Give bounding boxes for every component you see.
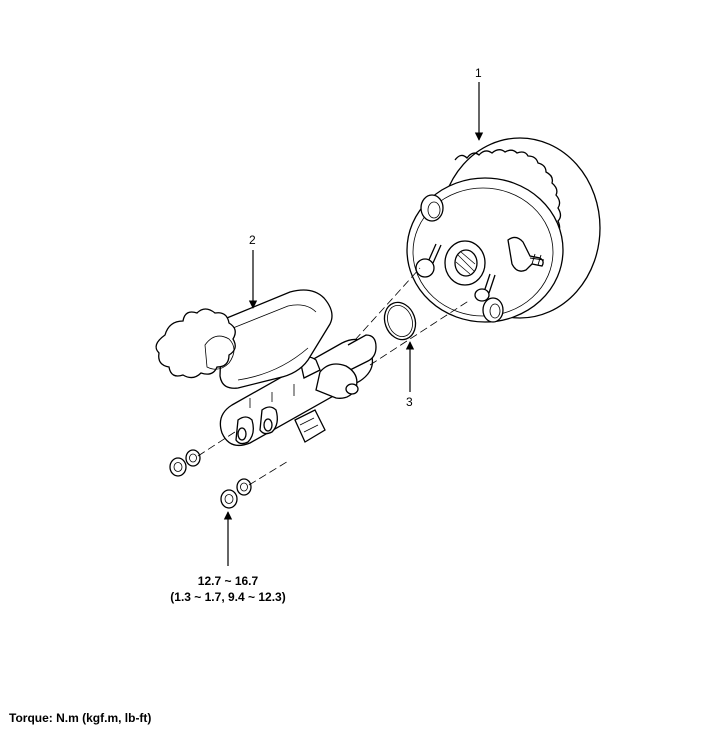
torque-units-note: Torque: N.m (kgf.m, lb-ft) [9, 711, 152, 725]
fittings [169, 449, 252, 509]
assembly-guide-lines [197, 267, 471, 486]
torque-value-nm: 12.7 ~ 16.7 [197, 574, 259, 588]
callout-3-label: 3 [406, 395, 413, 409]
callout-1-label: 1 [475, 66, 482, 80]
brake-booster [406, 137, 601, 323]
leader-arrows [223, 82, 484, 566]
master-cylinder [155, 289, 377, 447]
o-ring [383, 301, 417, 341]
torque-value-kgfm-lbft: (1.3 ~ 1.7, 9.4 ~ 12.3) [170, 590, 286, 604]
callout-2-label: 2 [249, 233, 256, 247]
